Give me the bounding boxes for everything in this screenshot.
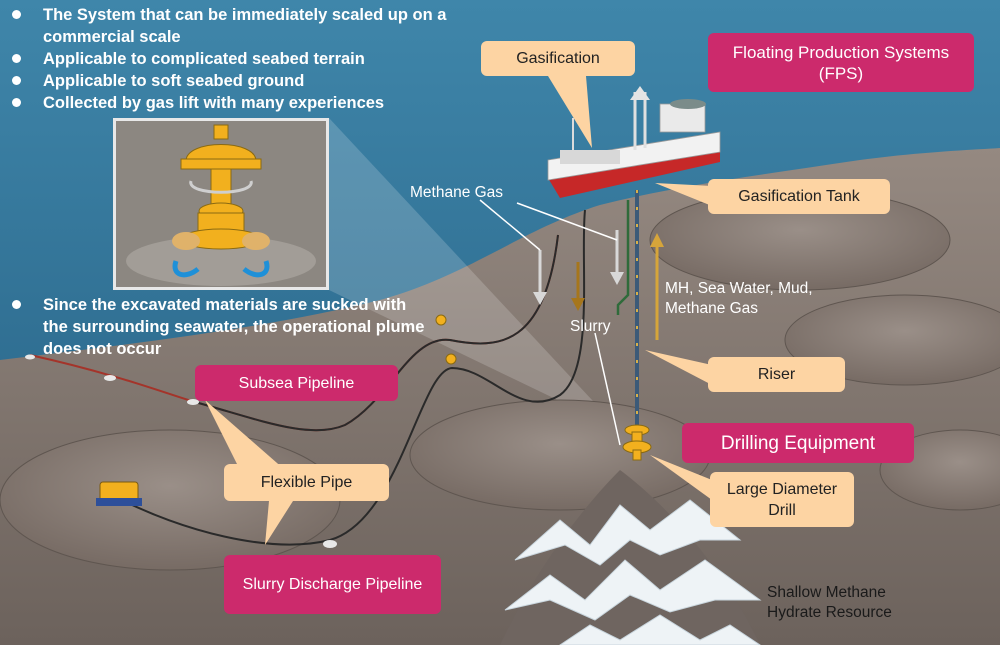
label-drilling-equipment: Drilling Equipment bbox=[682, 423, 914, 463]
callout-pointers bbox=[205, 76, 712, 545]
label-flexible-pipe: Flexible Pipe bbox=[224, 464, 389, 501]
bullet-item: Applicable to complicated seabed terrain bbox=[10, 48, 530, 70]
annotation-slurry: Slurry bbox=[570, 318, 611, 335]
pipe-buoys bbox=[435, 314, 457, 365]
feature-bullets: The System that can be immediately scale… bbox=[10, 4, 530, 114]
label-slurry-discharge-pipeline: Slurry Discharge Pipeline bbox=[224, 555, 441, 614]
drill-head-icon bbox=[116, 121, 326, 287]
bullet-item: The System that can be immediately scale… bbox=[10, 4, 530, 48]
fps-ship bbox=[547, 86, 721, 198]
bullet-item: Collected by gas lift with many experien… bbox=[10, 92, 530, 114]
label-gasification: Gasification bbox=[481, 41, 635, 76]
label-gasification-tank: Gasification Tank bbox=[708, 179, 890, 214]
plume-bullets: Since the excavated materials are sucked… bbox=[10, 294, 430, 360]
gas-line bbox=[616, 200, 630, 315]
label-riser: Riser bbox=[708, 357, 845, 392]
pipe-supports bbox=[25, 354, 337, 548]
label-fps: Floating Production Systems (FPS) bbox=[708, 33, 974, 92]
flow-arrows bbox=[533, 230, 664, 340]
inset-beam bbox=[329, 118, 620, 430]
label-subsea-pipeline: Subsea Pipeline bbox=[195, 365, 398, 401]
label-large-diameter-drill: Large Diameter Drill bbox=[710, 472, 854, 527]
bullet-item: Since the excavated materials are sucked… bbox=[10, 294, 430, 360]
crater-center bbox=[409, 399, 711, 511]
hydrate-layers bbox=[504, 499, 762, 645]
annotation-mh-mix: MH, Sea Water, Mud, Methane Gas bbox=[665, 280, 813, 317]
drill-head-inset bbox=[113, 118, 329, 290]
bullet-item: Applicable to soft seabed ground bbox=[10, 70, 530, 92]
subsea-pipeline-dark bbox=[194, 234, 559, 432]
drilling-equipment-graphic bbox=[622, 424, 652, 461]
flexible-pipe bbox=[117, 209, 586, 546]
crawler-vehicle bbox=[96, 481, 142, 506]
leader-lines bbox=[479, 199, 621, 446]
annotation-shallow-resource: Shallow Methane Hydrate Resource bbox=[767, 584, 892, 621]
annotation-methane-gas: Methane Gas bbox=[410, 184, 504, 201]
